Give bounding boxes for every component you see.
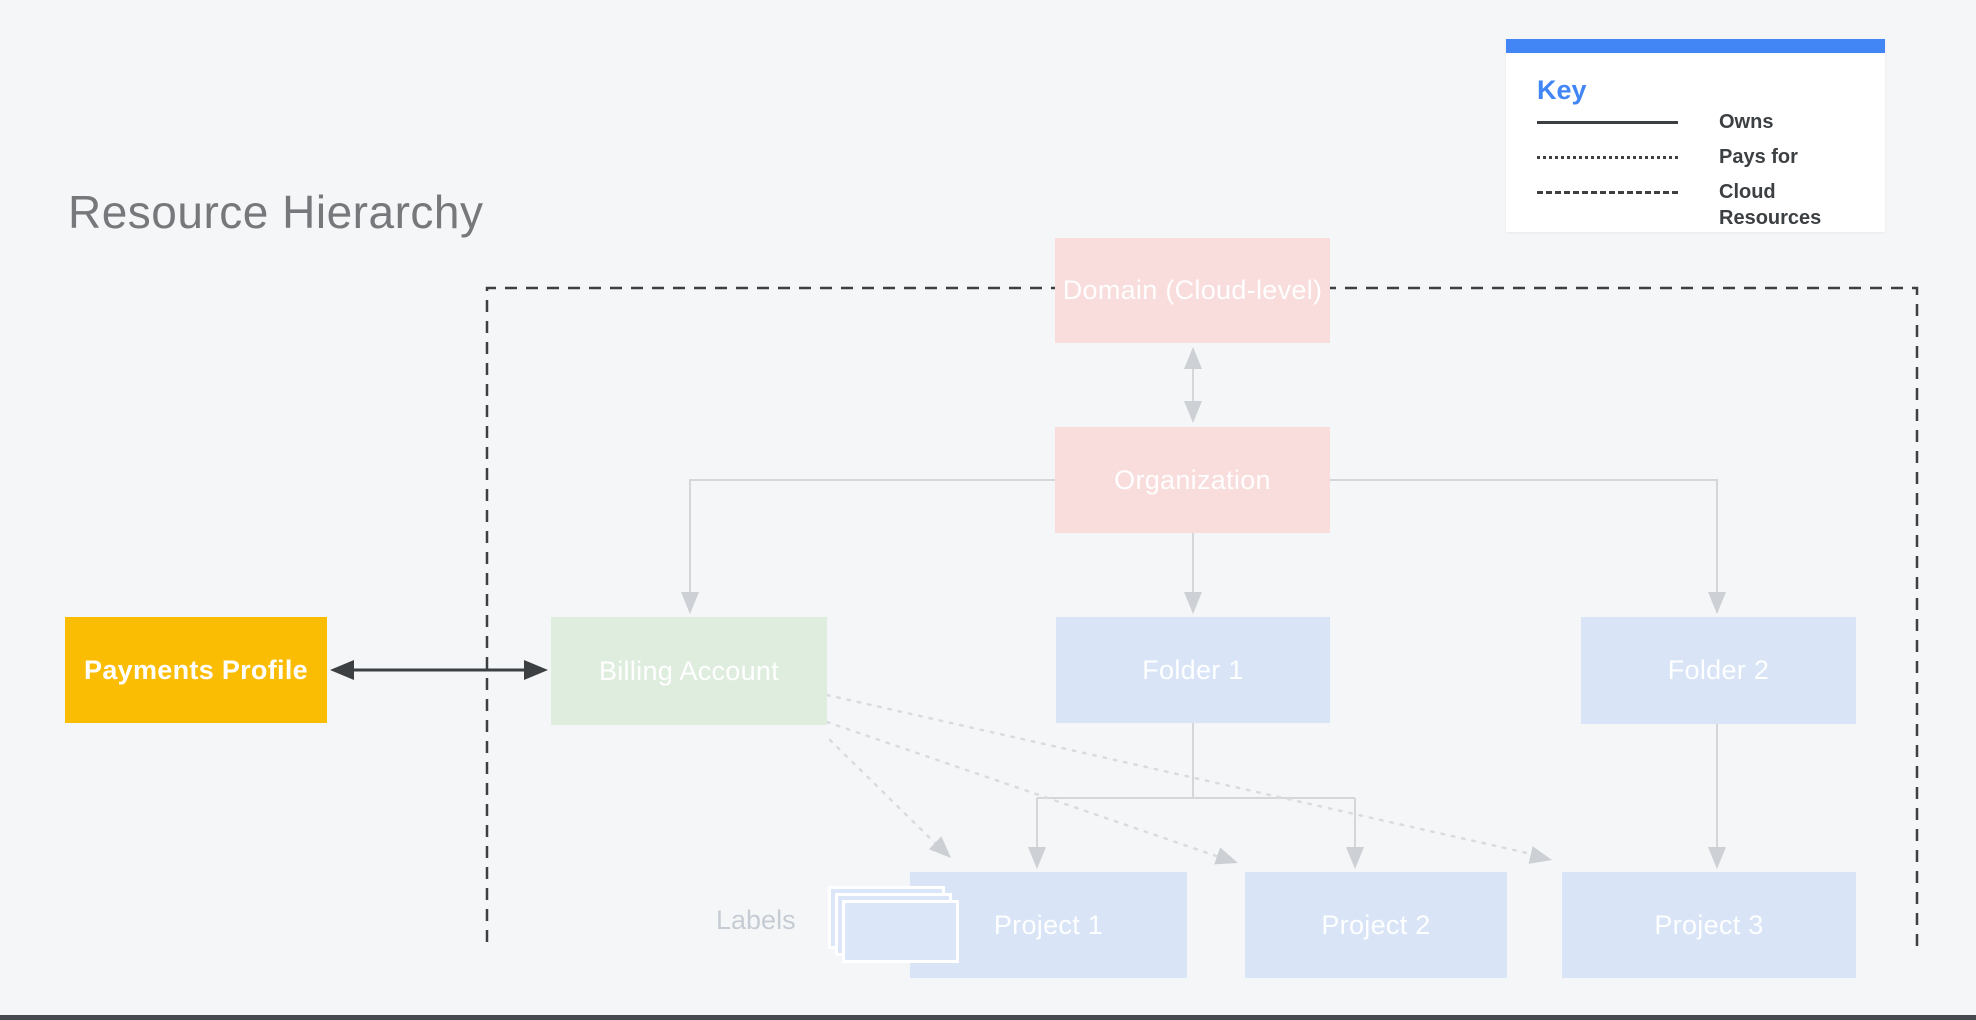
node-domain: Domain (Cloud-level)	[1055, 238, 1330, 343]
bottom-edge-strip	[0, 1015, 1976, 1020]
node-billing-account: Billing Account	[551, 617, 827, 725]
node-folder-2: Folder 2	[1581, 617, 1856, 724]
node-project-3: Project 3	[1562, 872, 1856, 978]
owns-tree-connectors	[689, 358, 1718, 857]
labels-stack-icon	[828, 886, 963, 966]
cloud-resources-line-icon	[1537, 191, 1678, 194]
payments-billing-arrow	[330, 660, 548, 680]
legend-label-pays-for: Pays for	[1719, 146, 1798, 168]
node-organization: Organization	[1055, 427, 1330, 533]
owns-tree-arrowheads	[681, 347, 1726, 869]
pays-for-lines	[825, 693, 1538, 860]
node-project-2: Project 2	[1245, 872, 1507, 978]
legend-label-cloud-resources: Cloud Resources	[1719, 181, 1822, 229]
labels-caption: Labels	[716, 905, 796, 935]
node-folder-1: Folder 1	[1056, 617, 1330, 723]
pays-for-line-icon	[1537, 156, 1678, 159]
page-title: Resource Hierarchy	[68, 186, 484, 238]
owns-line-icon	[1537, 121, 1678, 124]
legend-accent-bar	[1506, 39, 1885, 53]
legend-label-owns: Owns	[1719, 111, 1774, 133]
node-payments-profile: Payments Profile	[65, 617, 327, 723]
legend-heading: Key	[1537, 75, 1587, 105]
legend-card: Key Owns Pays for Cloud Resources	[1506, 39, 1885, 232]
pays-for-arrowheads	[928, 836, 1552, 865]
